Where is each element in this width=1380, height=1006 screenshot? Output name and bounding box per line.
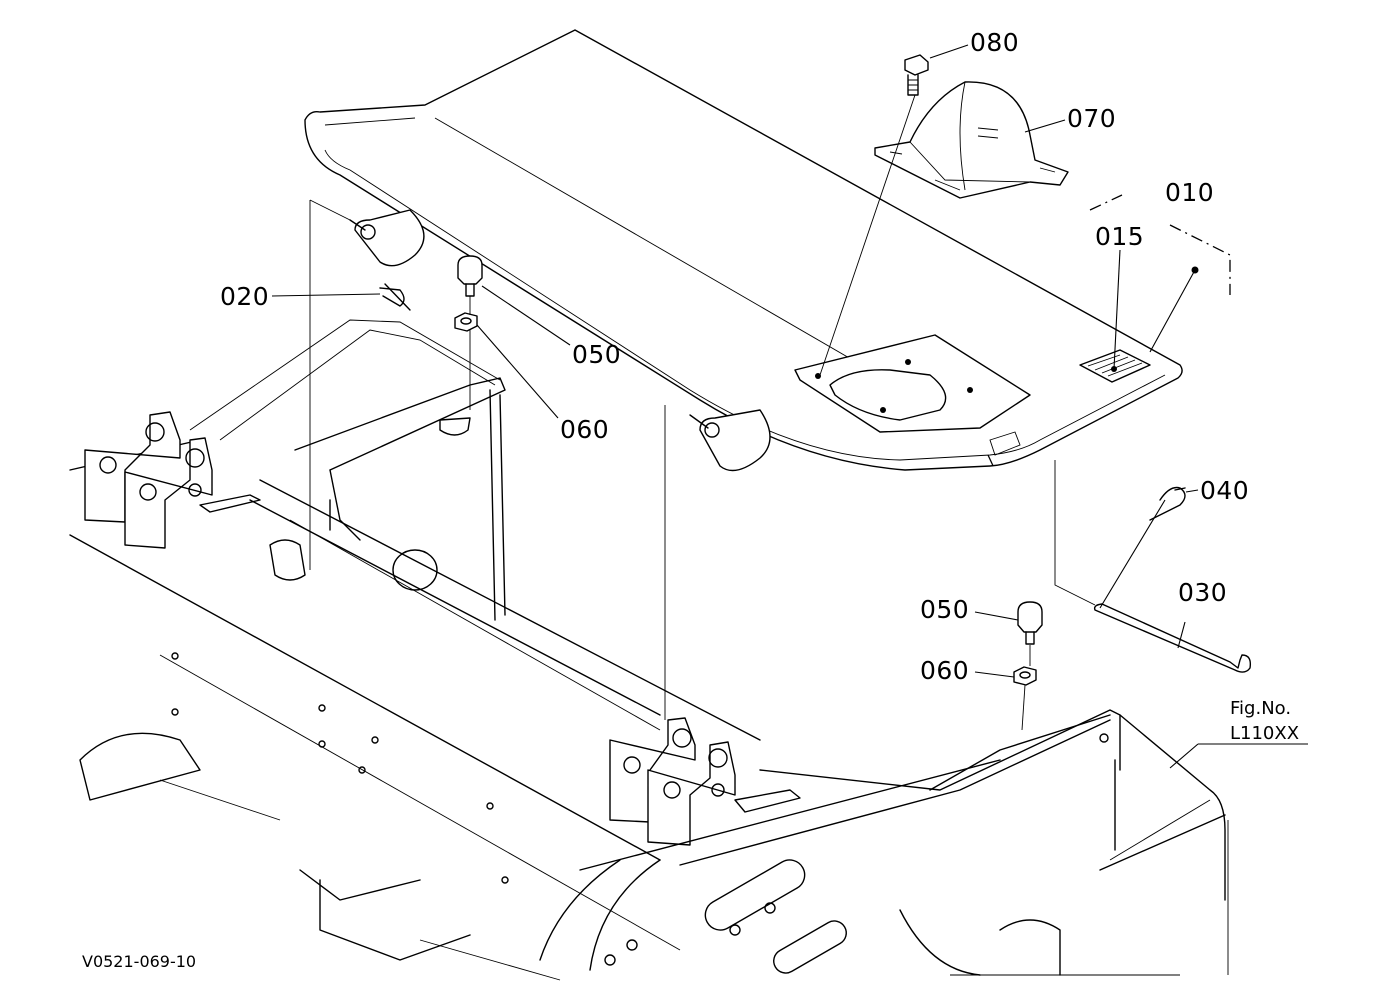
nut-060-upper [454, 312, 478, 332]
part-label-050-upper: 050 [572, 340, 622, 369]
decal-015 [1079, 349, 1151, 383]
leader-lines [271, 44, 1308, 975]
assembly-lines [309, 94, 1231, 731]
pin-040 [1149, 486, 1186, 521]
part-label-060-lower: 060 [920, 656, 970, 685]
bumper-050-lower [1017, 601, 1043, 645]
part-label-050-lower: 050 [920, 595, 970, 624]
part-label-020: 020 [220, 282, 270, 311]
bolt-080 [904, 54, 929, 96]
drawing-code: V0521-069-10 [82, 952, 197, 971]
part-label-015: 015 [1095, 222, 1145, 251]
stay-rod-030 [1093, 603, 1252, 673]
cover-panel [304, 29, 1183, 472]
part-label-080: 080 [970, 28, 1020, 57]
part-label-040: 040 [1200, 476, 1250, 505]
fig-no-value: L110XX [1230, 723, 1300, 744]
part-label-030: 030 [1178, 578, 1228, 607]
machine-frame [69, 319, 1226, 981]
part-label-010: 010 [1165, 178, 1215, 207]
pin-020 [379, 283, 411, 311]
fig-no-label: Fig.No. [1230, 698, 1292, 719]
bumper-050-upper [457, 255, 483, 297]
hood-070 [874, 81, 1069, 199]
part-label-070: 070 [1067, 104, 1117, 133]
nut-060-lower [1013, 666, 1037, 686]
part-label-060-upper: 060 [560, 415, 610, 444]
